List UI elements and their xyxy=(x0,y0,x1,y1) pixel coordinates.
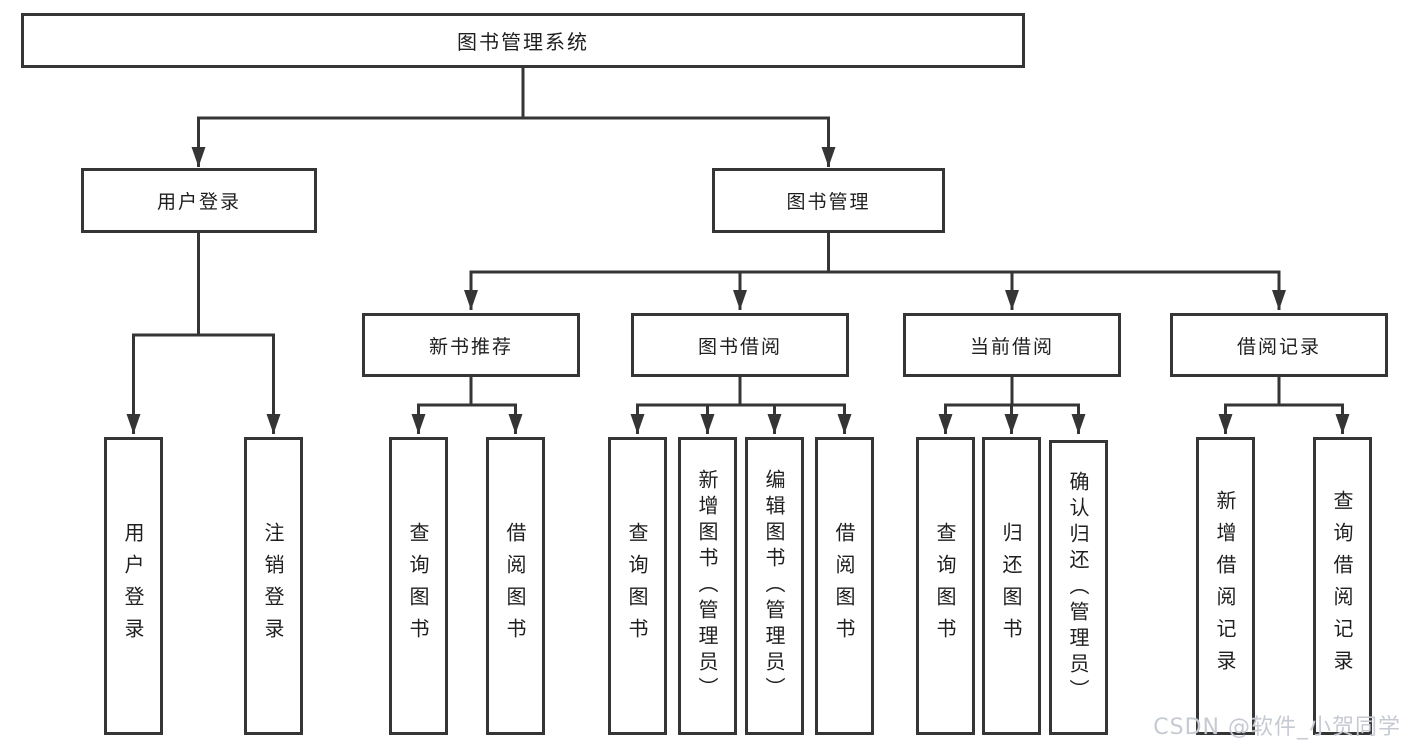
group-current-borrowing-box: 当前借阅 xyxy=(903,313,1121,377)
leaf-edit-book-admin-box: 编辑图书（管理员） xyxy=(745,437,804,735)
leaf-add-book-admin-box: 新增图书（管理员） xyxy=(678,437,737,735)
group-new-book-recommend-box: 新书推荐 xyxy=(362,313,580,377)
leaf-borrow-books-borrowing-box: 借阅图书 xyxy=(815,437,874,735)
leaf-logout-box: 注销登录 xyxy=(244,437,303,735)
branch-book-management-box: 图书管理 xyxy=(712,168,945,233)
group-book-borrowing-box: 图书借阅 xyxy=(631,313,849,377)
leaf-return-books-box: 归还图书 xyxy=(982,437,1041,735)
leaf-confirm-return-admin-box: 确认归还（管理员） xyxy=(1049,440,1108,735)
leaf-query-books-recommend-box: 查询图书 xyxy=(389,437,448,735)
leaf-borrow-books-recommend-box: 借阅图书 xyxy=(486,437,545,735)
branch-user-login-box: 用户登录 xyxy=(81,168,317,233)
csdn-watermark: CSDN @软件_小贺同学 xyxy=(1153,715,1401,740)
leaf-query-books-borrowing-box: 查询图书 xyxy=(608,437,667,735)
leaf-query-books-current-box: 查询图书 xyxy=(916,437,975,735)
leaf-user-login-box: 用户登录 xyxy=(104,437,163,735)
root-box-system-title: 图书管理系统 xyxy=(21,13,1025,68)
leaf-add-borrow-record-box: 新增借阅记录 xyxy=(1196,437,1255,735)
leaf-query-borrow-record-box: 查询借阅记录 xyxy=(1313,437,1372,735)
group-borrowing-records-box: 借阅记录 xyxy=(1170,313,1388,377)
